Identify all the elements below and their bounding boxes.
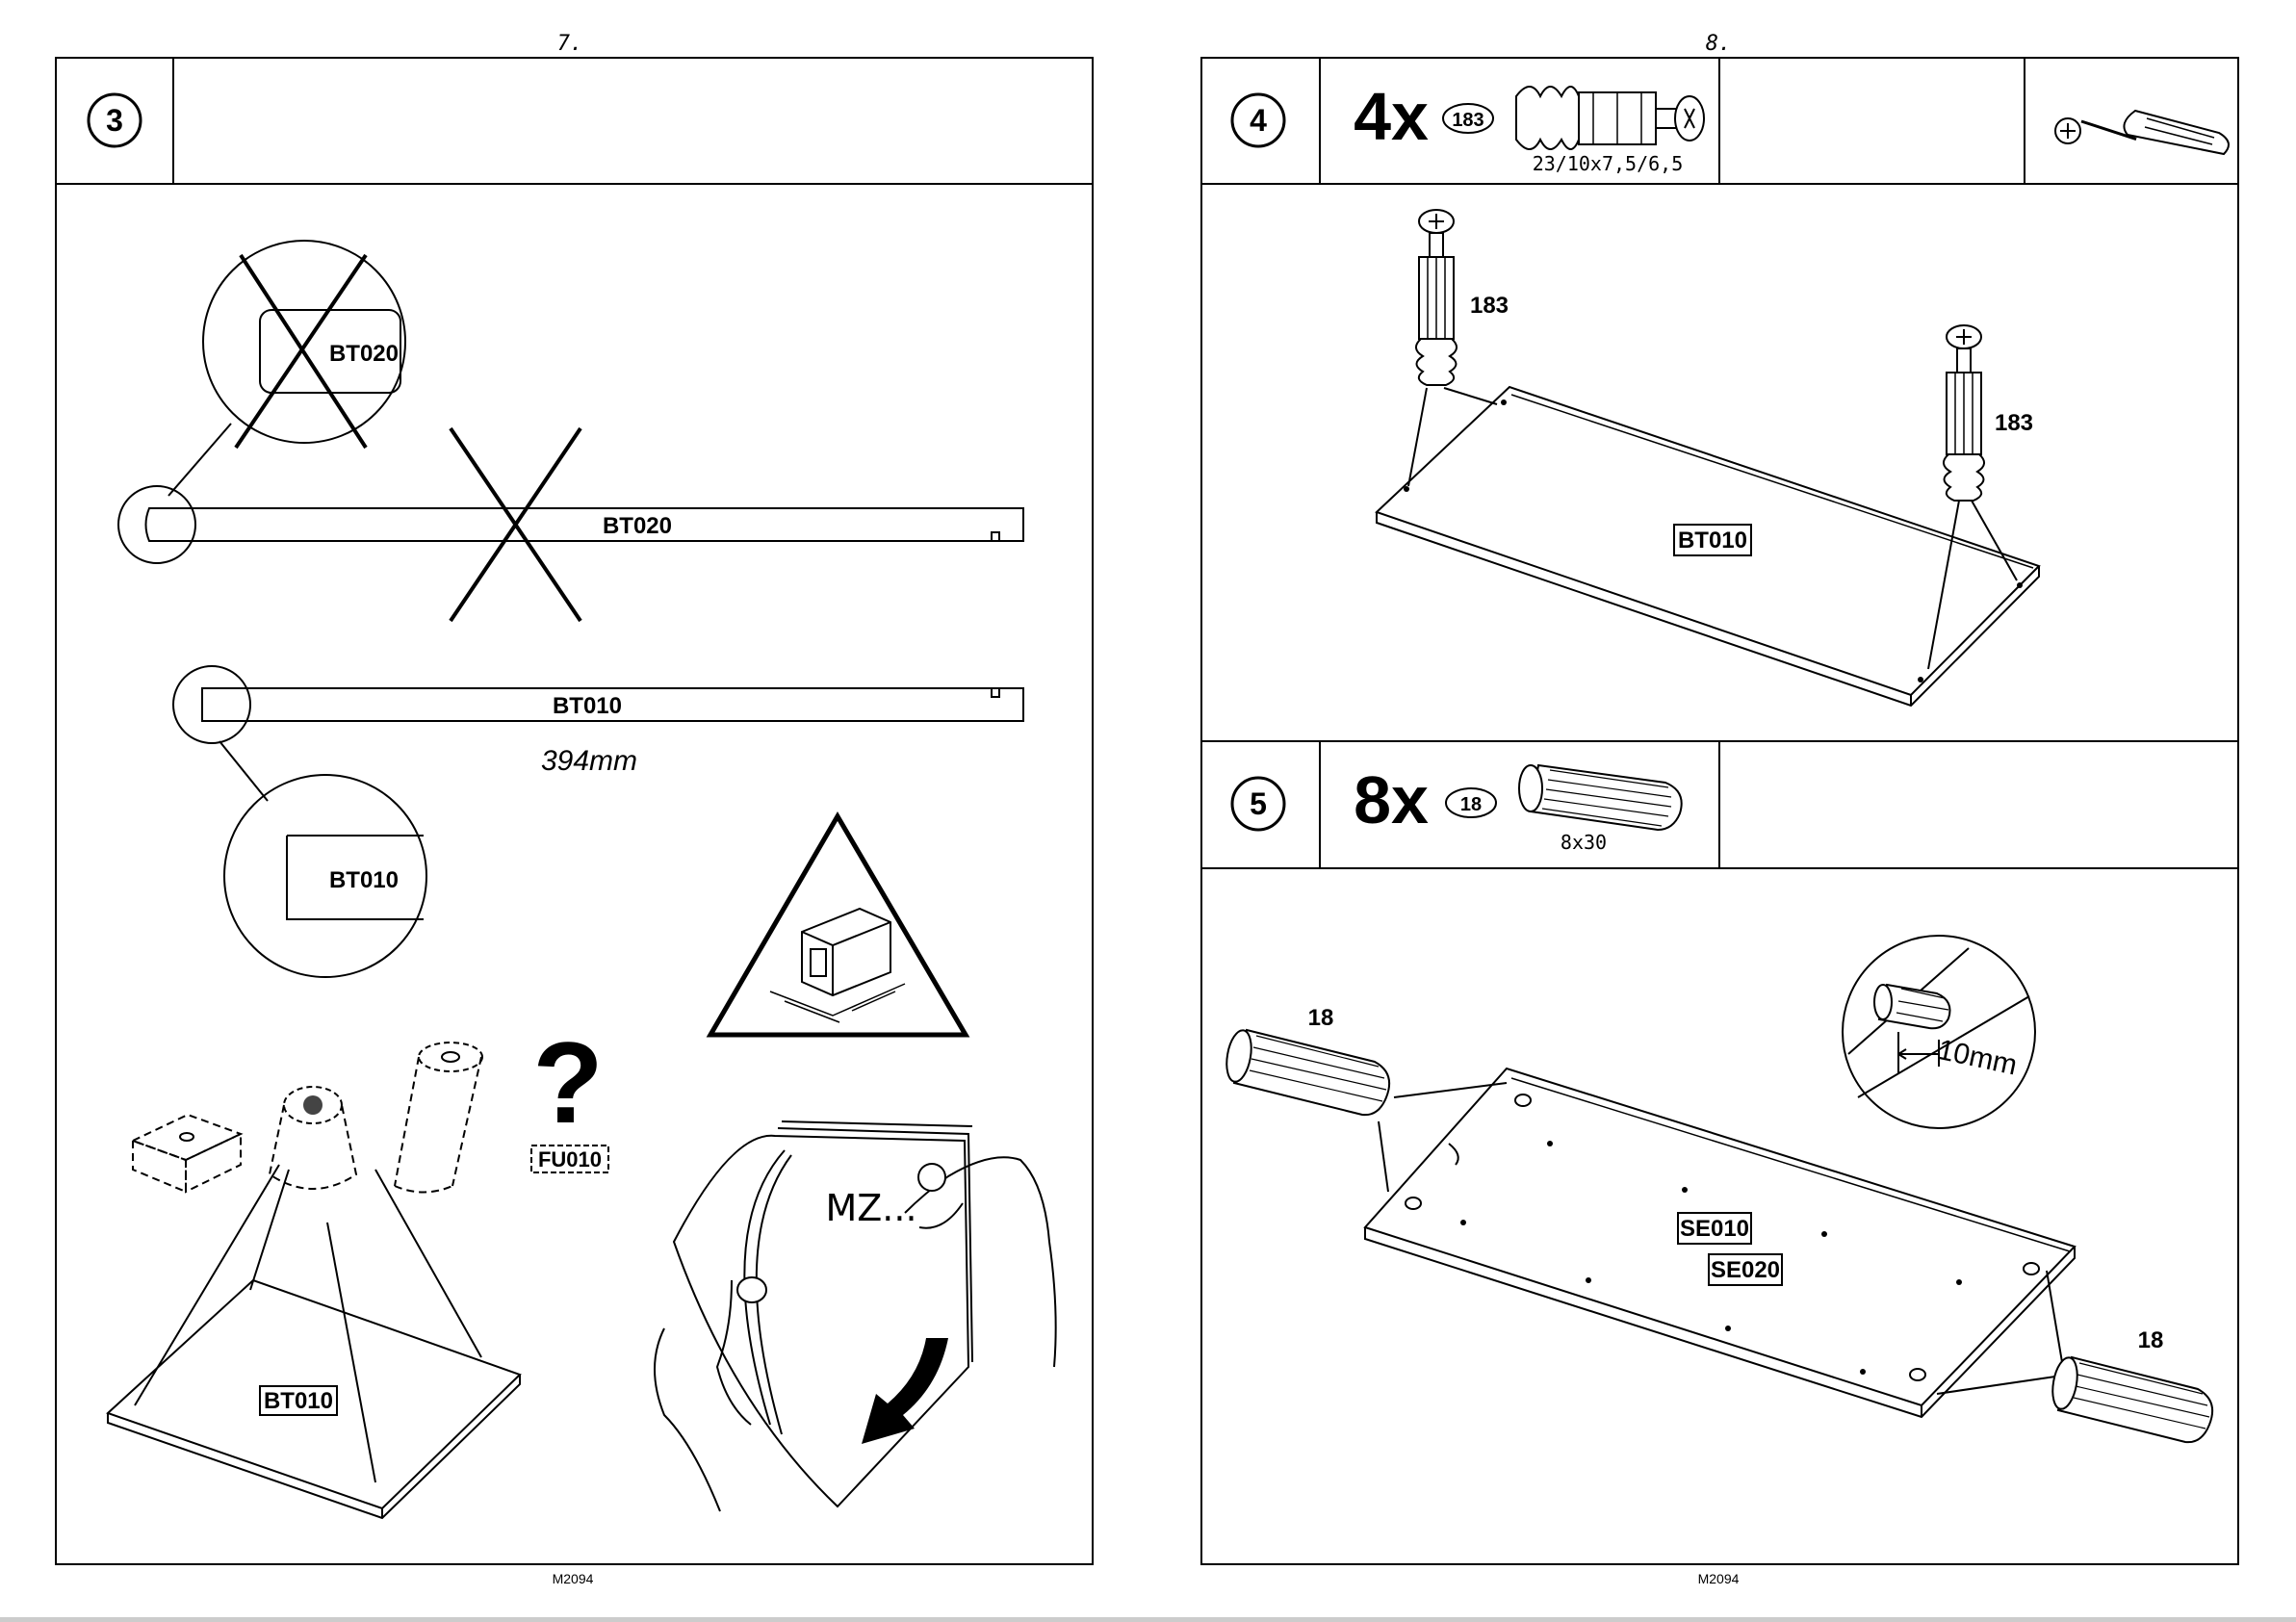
- part-callout: 18: [2138, 1327, 2164, 1353]
- correct-bar: BT010 394mm BT010: [173, 666, 1023, 977]
- dowel-depth-detail: 10mm: [1843, 936, 2035, 1128]
- board-bt010: BT010: [108, 1165, 520, 1518]
- step-number: 3: [106, 103, 123, 138]
- wrong-bar: BT020: [118, 428, 1023, 621]
- part-label: BT020: [329, 341, 399, 367]
- leader-line: [250, 1170, 289, 1290]
- manual-booklet: MZ...: [655, 1121, 1056, 1511]
- step-number: 5: [1250, 786, 1267, 821]
- footer-code: M2094: [1698, 1571, 1740, 1586]
- bar-label: BT010: [553, 693, 622, 719]
- part-callout: 18: [1308, 1005, 1334, 1031]
- wrong-part-detail: BT020: [168, 241, 405, 496]
- part-label: BT010: [329, 867, 399, 893]
- feet-options: ? FU010: [133, 1018, 608, 1193]
- cam-bolt-right: [1944, 325, 1984, 501]
- part-spec: 8x30: [1561, 831, 1607, 854]
- question-mark: ?: [532, 1018, 603, 1147]
- part-id: 18: [1460, 794, 1482, 815]
- board-label: BT010: [264, 1388, 333, 1414]
- leader-line: [219, 741, 268, 801]
- cone-foot: [270, 1087, 356, 1189]
- cam-bolt-left: [1416, 210, 1457, 385]
- square-foot: [133, 1115, 241, 1192]
- quantity: 8x: [1354, 762, 1429, 837]
- hardware-ref: FU010: [538, 1147, 602, 1171]
- bar-label: BT020: [603, 513, 672, 539]
- page-number: 7.: [557, 32, 583, 56]
- footer-code: M2094: [553, 1571, 594, 1586]
- leader-line: [1928, 501, 1959, 669]
- bar-outline: [146, 508, 1024, 541]
- board-label: SE010: [1680, 1216, 1749, 1242]
- screwdriver-icon: [2055, 111, 2229, 154]
- leader-line: [1972, 501, 2017, 580]
- bottom-strip: [0, 1617, 2296, 1622]
- page-number: 8.: [1706, 32, 1732, 56]
- detail-measure: 10mm: [1935, 1034, 2020, 1082]
- zoom-marker: [118, 486, 195, 563]
- zoom-marker: [173, 666, 250, 743]
- page-7: 7. 3 BT020 BT020 BT010: [56, 32, 1093, 1586]
- leader-line: [1408, 388, 1427, 486]
- warning-triangle: [710, 816, 966, 1035]
- dowel-left: [1223, 1028, 1389, 1115]
- booklet-pages: [674, 1136, 968, 1506]
- booklet-text: MZ...: [825, 1187, 916, 1229]
- part-id: 183: [1452, 110, 1483, 131]
- step4-board: BT010: [1377, 387, 2039, 706]
- zoom-circle: [1843, 936, 2035, 1128]
- quantity: 4x: [1354, 79, 1429, 154]
- dowel-icon: [1519, 765, 1682, 830]
- page-8: 8. 4 4x 183 23/10x7,5/6,5: [1201, 32, 2238, 1586]
- part-spec: 23/10x7,5/6,5: [1533, 152, 1684, 175]
- part-callout: 183: [1470, 293, 1509, 319]
- board-label: BT010: [1678, 528, 1747, 554]
- leader-line: [327, 1223, 375, 1482]
- dowel-right: [2049, 1355, 2212, 1442]
- board-label: SE020: [1711, 1257, 1780, 1283]
- leader-line: [1379, 1121, 1388, 1192]
- cam-bolt-icon: [1516, 87, 1704, 149]
- round-leg: [395, 1043, 482, 1193]
- leader-line: [1937, 1377, 2055, 1394]
- leader-line: [1444, 388, 1497, 404]
- step-number: 4: [1250, 103, 1267, 138]
- leader-line: [168, 424, 231, 496]
- length-dimension: 394mm: [541, 745, 637, 777]
- part-callout: 183: [1995, 410, 2033, 436]
- leader-line: [1394, 1083, 1507, 1097]
- leader-line: [135, 1165, 279, 1405]
- step5-board: SE010 SE020: [1365, 1068, 2075, 1417]
- leader-line: [2047, 1271, 2062, 1362]
